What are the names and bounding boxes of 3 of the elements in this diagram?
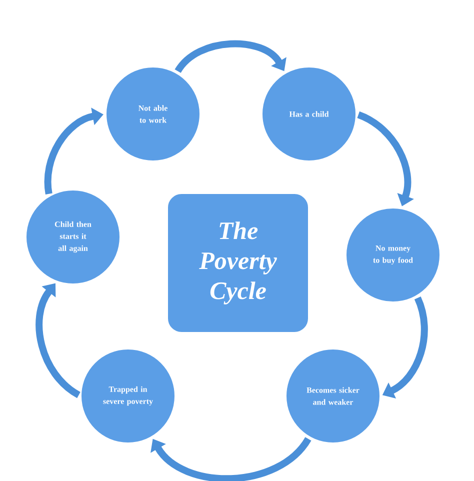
curved-arrow xyxy=(150,436,312,481)
title-box: The Poverty Cycle xyxy=(167,193,309,333)
curved-arrow xyxy=(174,40,286,74)
